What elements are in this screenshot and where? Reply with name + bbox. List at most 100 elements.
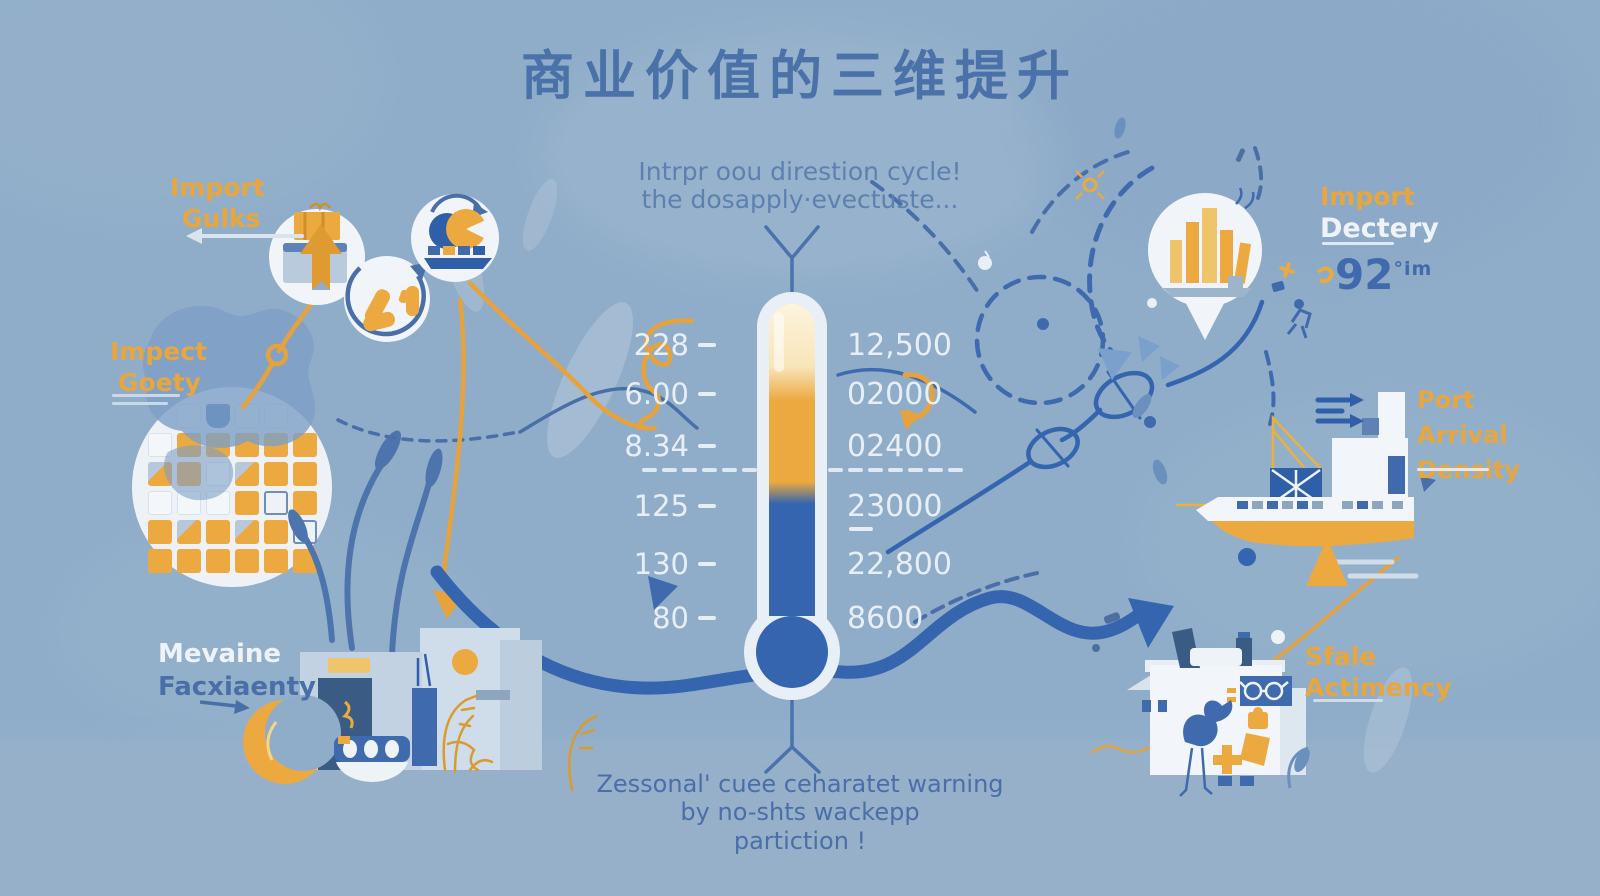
label-line: Port [1417,386,1475,414]
scale-row-right: 23000 [847,488,943,524]
label-line: Arrival [1417,420,1508,449]
label-impect-goety: Impect Goety [110,336,207,399]
label-line: Goety [118,368,201,398]
scale-row-right: 12,500 [847,327,952,363]
label-underline [112,394,180,397]
plant-stems [297,452,435,658]
scale-row-right: 02400 [847,428,943,464]
label-line: Gulks [182,204,261,234]
calendar-cell-orange [206,520,230,544]
worker-figure-icon [1271,266,1335,339]
thermometer-bulb [756,616,828,688]
scale-row-right: 8600 [847,601,923,636]
label-line: Import [170,173,265,202]
calendar-cell-white [148,491,172,515]
gift-upload-icon [269,202,365,305]
calendar-cell-orange [235,491,259,515]
scale-right-value: 02000 [847,376,943,412]
tick-mark [698,444,716,448]
calendar-cell-orange [148,520,172,544]
calendar-cell-half [235,520,259,544]
scale-left-value: 6.00 [624,377,689,411]
scale-left-value: 228 [633,328,689,362]
mevaine-arrow-line [199,700,237,708]
scale-row-left: 125 [554,489,716,523]
subtitle: Intrpr oou direstion cycle! the dosapply… [550,158,1050,214]
calendar-cell-white [148,433,172,457]
calendar-cell-orange [264,549,288,573]
scale-row-left: 228 [554,328,716,362]
confetti [977,148,1295,652]
subtitle-line2: the dosapply·evectuste... [641,185,959,214]
wave-arrowhead [1128,598,1174,648]
scale-right-value: 02400 [847,428,943,464]
label-line: Sfale [1305,642,1377,671]
footer-note: Zessonal' cuee ceharatet warning by no-s… [550,770,1050,855]
tick-mark [698,392,716,396]
mid-blue-arrowhead [648,576,678,610]
footer-line2: by no-shts wackepp [680,798,920,827]
tick-mark [698,616,716,620]
metric-value: 92 [1335,250,1394,299]
label-port-arrival-density: Port Arrival Density [1417,383,1520,487]
path-node-dot [1271,630,1285,644]
scale-underline [849,527,873,531]
calendar-cell-half [177,520,201,544]
calendar-cell-orange [206,549,230,573]
calendar-cell-orange [235,549,259,573]
calendar-cell-orange [177,549,201,573]
footer-line3: partiction ! [733,826,867,855]
scale-right-value: 22,800 [847,546,952,582]
label-line: Mevaine [158,639,282,669]
metric-92: 92°im [1335,250,1432,299]
label-underline [112,402,168,405]
scale-right-value: 23000 [847,488,943,524]
pie-ship-icon [411,193,499,282]
map-pin-bar-chart-icon [1148,187,1262,340]
small-arrowheads [1098,336,1180,380]
footer-line1: Zessonal' cuee ceharatet warning [596,770,1004,798]
scale-row-left: 6.00 [554,377,716,411]
scale-row-left: 8.34 [554,429,716,463]
scale-row-left: 80 [554,601,716,635]
calendar-cell-outline [264,491,288,515]
tick-mark [698,504,716,508]
calendar-cell-half [235,462,259,486]
page-title: 商业价值的三维提升 [521,46,1079,107]
scale-left-value: 130 [633,547,689,581]
label-sale-actimency: Sfale Actimency [1305,641,1452,704]
clock-cycle-icon [344,256,430,342]
leaf-confetti [1114,117,1168,485]
plant-leaves [288,430,443,543]
calendar-cell-orange [148,549,172,573]
label-import-gulks: Import Gulks [170,172,265,235]
cargo-ship-illustration [1176,392,1419,586]
dashed-circle-dot [1037,318,1049,330]
calendar-cell-orange [293,491,317,515]
mevaine-arrow-head [234,700,250,714]
subtitle-line1: Intrpr oou direstion cycle! [638,157,962,186]
knot-line [885,299,1265,555]
scale-left-value: 8.34 [624,429,689,463]
left-arrow [186,228,304,244]
label-line: Impect [110,337,207,366]
calendar-cell-orange [293,462,317,486]
label-import-dectery: Import Dectery [1320,181,1439,246]
scale-left-value: 80 [652,601,689,635]
calendar-cell-orange [264,520,288,544]
label-underline [1417,468,1489,471]
scale-row-right: 22,800 [847,546,952,582]
label-underline [1322,242,1394,245]
thermometer-shine [774,312,784,372]
label-mevaine: Mevaine Facxiaenty [158,638,316,703]
tick-mark [698,343,716,347]
flow-wave-arrow [430,565,1153,695]
label-underline [1313,699,1383,702]
label-line: Import [1320,182,1415,211]
scale-right-value: 12,500 [847,327,952,363]
map-blob [142,305,316,501]
metric-suffix: °im [1393,258,1433,280]
scale-row-right: 02000 [847,376,943,412]
